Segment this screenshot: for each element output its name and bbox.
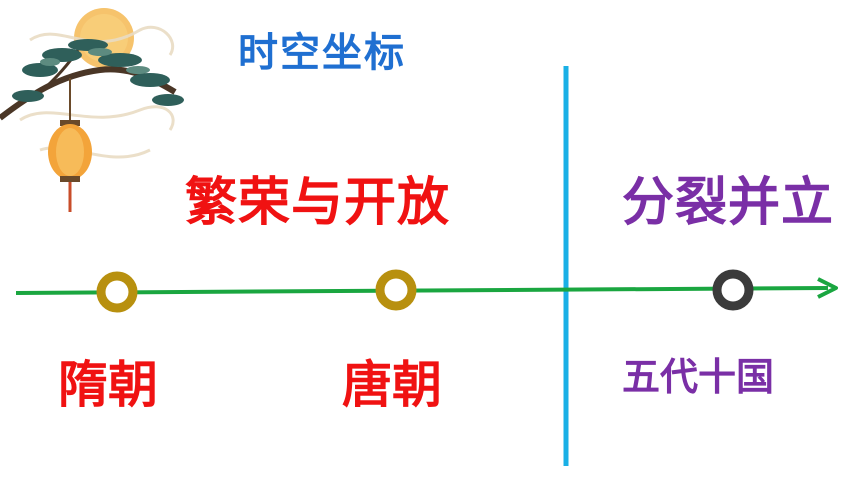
- heading-prosperity: 繁荣与开放: [185, 173, 451, 233]
- lantern-icon: [48, 78, 92, 212]
- pine-branch-icon: [0, 39, 184, 121]
- page-title: 时空坐标: [238, 30, 406, 76]
- moon-lantern-illustration: [0, 8, 184, 212]
- dynasty-label-five-dynasties: 五代十国: [622, 355, 775, 399]
- dynasty-label-sui: 隋朝: [58, 356, 158, 414]
- timeline-axis: [15, 286, 829, 295]
- dynasty-label-tang: 唐朝: [342, 356, 442, 414]
- marker-tang: [375, 269, 417, 311]
- marker-sui: [96, 271, 138, 313]
- timeline-arrowhead: [817, 277, 838, 299]
- marker-five-dynasties: [712, 269, 754, 311]
- heading-division: 分裂并立: [622, 173, 835, 233]
